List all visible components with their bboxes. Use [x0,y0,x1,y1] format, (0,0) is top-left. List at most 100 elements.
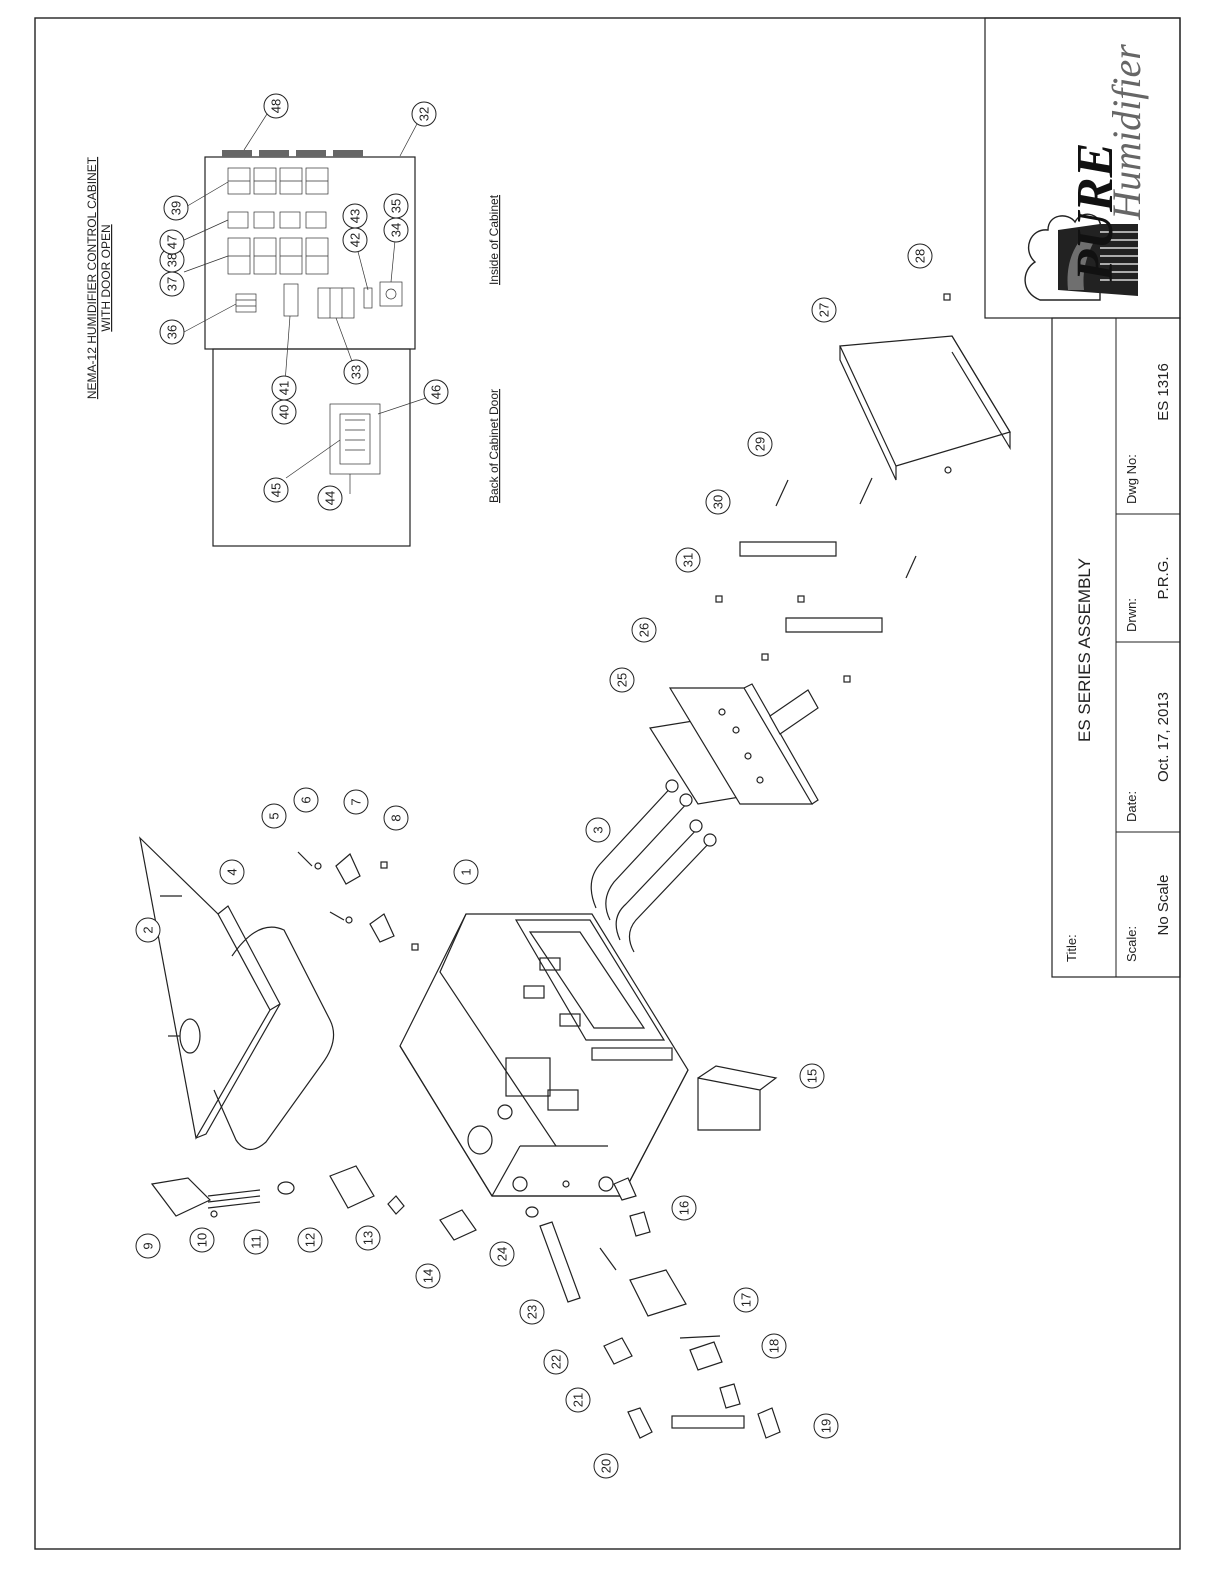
callout-circle-29 [747,431,773,457]
callout-number-8: 8 [389,814,404,821]
callout-number-14: 14 [421,1269,436,1283]
callout-number-2: 2 [141,926,156,933]
callout-number-3: 3 [591,826,606,833]
callout-number-19: 19 [819,1419,834,1433]
callout-circle-15 [799,1063,825,1089]
callout-circle-11 [243,1229,269,1255]
scale-label: Scale: [1124,926,1139,962]
exploded-assembly [139,293,1011,1439]
callout-circle-43 [342,203,368,229]
callout-circle-41 [271,375,297,401]
callout-circle-10 [189,1227,215,1253]
callout-circle-32 [411,101,437,127]
callout-number-37: 37 [165,277,180,291]
callout-number-17: 17 [739,1293,754,1307]
callout-circle-27 [811,297,837,323]
callout-number-23: 23 [525,1305,540,1319]
callout-circle-4 [219,859,245,885]
cabinet-heading-line2: WITH DOOR OPEN [99,224,113,331]
callout-circle-14 [415,1263,441,1289]
callout-number-13: 13 [361,1231,376,1245]
back-door-label: Back of Cabinet Door [487,389,501,503]
callout-circle-45 [263,477,289,503]
callout-number-15: 15 [805,1069,820,1083]
callout-number-21: 21 [571,1393,586,1407]
callout-circle-39 [163,195,189,221]
callout-number-6: 6 [299,796,314,803]
callout-circle-1 [453,859,479,885]
drawing-title: ES SERIES ASSEMBLY [1075,558,1094,742]
callout-number-28: 28 [913,249,928,263]
callout-number-43: 43 [348,209,363,223]
callout-number-33: 33 [349,365,364,379]
title-label: Title: [1064,934,1079,962]
callout-number-5: 5 [267,812,282,819]
date-value: Oct. 17, 2013 [1155,692,1172,782]
callout-number-24: 24 [495,1247,510,1261]
callout-number-48: 48 [269,99,284,113]
callout-circle-2 [135,917,161,943]
callout-number-12: 12 [303,1233,318,1247]
callout-number-10: 10 [195,1233,210,1247]
callout-number-20: 20 [599,1459,614,1473]
callout-circle-31 [675,547,701,573]
callout-number-9: 9 [141,1242,156,1249]
callout-circle-18 [761,1333,787,1359]
callout-circle-17 [733,1287,759,1313]
title-block: Title: ES SERIES ASSEMBLY Scale: No Scal… [1051,317,1181,978]
callout-circle-48 [263,93,289,119]
callout-number-32: 32 [417,107,432,121]
callout-number-40: 40 [277,405,292,419]
callout-number-41: 41 [277,381,292,395]
callout-circle-12 [297,1227,323,1253]
callout-circle-24 [489,1241,515,1267]
callout-circle-13 [355,1225,381,1251]
callout-number-36: 36 [165,325,180,339]
callout-number-22: 22 [549,1355,564,1369]
callout-number-31: 31 [681,553,696,567]
callout-circle-21 [565,1387,591,1413]
callout-number-27: 27 [817,303,832,317]
callout-number-30: 30 [711,495,726,509]
callout-number-11: 11 [249,1235,264,1249]
callout-number-38: 38 [165,253,180,267]
callout-circle-30 [705,489,731,515]
callout-number-35: 35 [389,199,404,213]
callout-circle-26 [631,617,657,643]
cabinet-heading-line1: NEMA-12 HUMIDIFIER CONTROL CABINET [85,156,99,399]
callout-circle-16 [671,1195,697,1221]
pure-humidifier-logo: PURE Humidifier [984,17,1181,319]
dwg-no-label: Dwg No: [1124,454,1139,504]
inside-cabinet-label: Inside of Cabinet [487,194,501,285]
callout-circle-46 [423,379,449,405]
callout-number-47: 47 [165,235,180,249]
callout-number-1: 1 [459,868,474,875]
dwg-no-value: ES 1316 [1155,363,1172,421]
callout-number-25: 25 [615,673,630,687]
callout-circle-33 [343,359,369,385]
callout-number-46: 46 [429,385,444,399]
callout-circle-5 [261,803,287,829]
callout-circle-22 [543,1349,569,1375]
callout-circle-6 [293,787,319,813]
sheet-border [34,17,1181,1550]
callout-number-39: 39 [169,201,184,215]
drawn-value: P.R.G. [1155,556,1172,599]
callout-number-42: 42 [348,233,363,247]
callout-number-18: 18 [767,1339,782,1353]
callout-circle-25 [609,667,635,693]
callout-circle-9 [135,1233,161,1259]
callout-circle-19 [813,1413,839,1439]
callout-circle-28 [907,243,933,269]
control-cabinet-view: NEMA-12 HUMIDIFIER CONTROL CABINET WITH … [85,113,501,547]
callout-circle-36 [159,319,185,345]
logo-word-pure: PURE [1067,143,1124,283]
callout-number-4: 4 [225,868,240,875]
callout-number-26: 26 [637,623,652,637]
callout-number-45: 45 [269,483,284,497]
callout-number-34: 34 [389,223,404,237]
callout-number-7: 7 [349,798,364,805]
date-label: Date: [1124,791,1139,822]
